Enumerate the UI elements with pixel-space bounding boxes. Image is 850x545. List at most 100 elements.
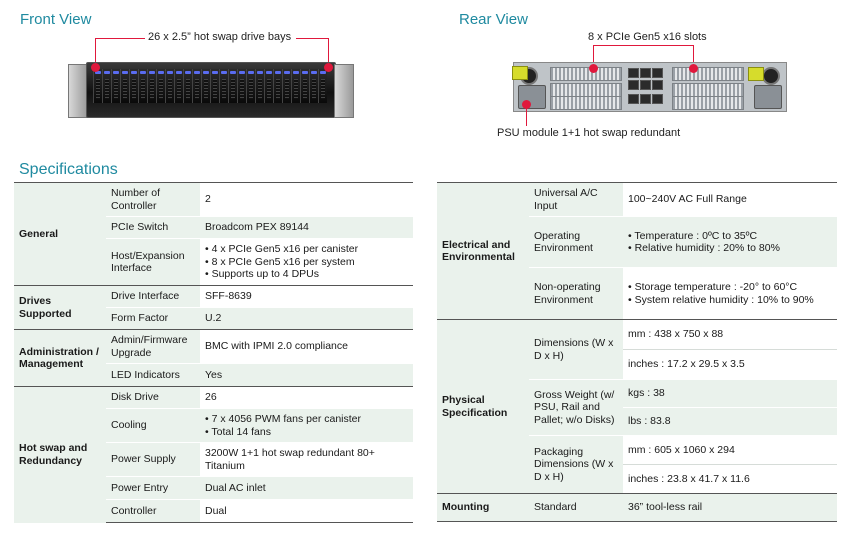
row-value: Broadcom PEX 89144 xyxy=(200,216,413,239)
row-label: Host/Expansion Interface xyxy=(106,238,200,286)
network-port xyxy=(652,80,663,90)
psu-module-right xyxy=(754,85,782,109)
front-left-ear xyxy=(68,64,88,118)
table-row: PCIe Switch Broadcom PEX 89144 xyxy=(14,216,413,239)
category-hot-swap: Hot swap and Redundancy xyxy=(14,386,106,523)
row-label: Number of Controller xyxy=(106,182,200,217)
value-line: • 7 x 4056 PWM fans per canister xyxy=(205,413,361,425)
release-handle-left xyxy=(512,66,528,80)
front-callout-line-right xyxy=(328,38,329,66)
rear-callout-line-b xyxy=(693,45,694,67)
table-row: Hot swap and Redundancy Disk Drive 26 xyxy=(14,386,413,523)
row-label: Controller xyxy=(106,499,200,523)
table-row: Drives Supported Drive Interface SFF-863… xyxy=(14,285,413,330)
category-electrical: Electrical and Environmental xyxy=(437,182,529,320)
rear-callout-line-a xyxy=(593,45,594,67)
row-label: Admin/Firmware Upgrade xyxy=(106,329,200,364)
table-row: inches : 17.2 x 29.5 x 3.5 xyxy=(437,349,837,380)
network-port xyxy=(628,68,639,78)
value-line: • Storage temperature : -20° to 60°C xyxy=(628,281,798,293)
category-drives-supported: Drives Supported xyxy=(14,285,106,330)
row-value: • 4 x PCIe Gen5 x16 per canister • 8 x P… xyxy=(200,238,413,286)
pcie-slot xyxy=(672,96,744,110)
row-value: mm : 438 x 750 x 88 xyxy=(623,319,837,350)
table-row: Packaging Dimensions (W x D x H) mm : 60… xyxy=(437,435,837,494)
drive-bay xyxy=(147,69,156,103)
drive-bay xyxy=(156,69,165,103)
value-line: • 4 x PCIe Gen5 x16 per canister xyxy=(205,243,359,256)
pcie-slot xyxy=(672,67,744,81)
row-label: PCIe Switch xyxy=(106,216,200,239)
rear-fan-icon xyxy=(762,67,780,85)
row-label: Drive Interface xyxy=(106,285,200,308)
spec-table-left: General Number of Controller 2 PCIe Swit… xyxy=(14,182,413,523)
drive-bay xyxy=(210,69,219,103)
value-line: • 8 x PCIe Gen5 x16 per system xyxy=(205,255,355,268)
front-right-ear xyxy=(334,64,354,118)
drive-bay xyxy=(300,69,309,103)
network-port xyxy=(652,94,663,104)
row-value: U.2 xyxy=(200,307,413,330)
drive-bay xyxy=(273,69,282,103)
pcie-slot xyxy=(550,67,622,81)
drive-bay xyxy=(237,69,246,103)
row-value: SFF-8639 xyxy=(200,285,413,308)
drive-bay xyxy=(192,69,201,103)
row-value: lbs : 83.8 xyxy=(623,407,837,436)
row-value: Dual AC inlet xyxy=(200,476,413,500)
table-row: Operating Environment • Temperature : 0º… xyxy=(437,216,837,268)
table-row: lbs : 83.8 xyxy=(437,407,837,436)
table-row: Non-operating Environment • Storage temp… xyxy=(437,267,837,320)
drive-bay xyxy=(120,69,129,103)
drive-bay xyxy=(183,69,192,103)
value-line: • Relative humidity : 20% to 80% xyxy=(628,242,780,254)
drive-bay xyxy=(165,69,174,103)
release-handle xyxy=(748,67,764,81)
row-value: • Temperature : 0ºC to 35ºC • Relative h… xyxy=(623,216,837,268)
rear-chassis-image xyxy=(513,62,787,112)
table-row: Form Factor U.2 xyxy=(14,307,413,330)
network-port xyxy=(628,80,639,90)
pcie-slot xyxy=(550,96,622,110)
category-mounting: Mounting xyxy=(437,493,529,522)
table-row: Controller Dual xyxy=(14,499,413,523)
value-line: • Temperature : 0ºC to 35ºC xyxy=(628,229,758,242)
row-label: LED Indicators xyxy=(106,363,200,387)
network-port xyxy=(652,68,663,78)
row-label: Cooling xyxy=(106,408,200,443)
front-view-title: Front View xyxy=(20,11,92,28)
row-label: Power Entry xyxy=(106,476,200,500)
category-administration: Administration / Management xyxy=(14,329,106,387)
front-chassis-image xyxy=(86,62,336,118)
pcie-slot xyxy=(550,83,622,97)
row-label-dimensions: Dimensions (W x D x H) xyxy=(529,319,623,380)
row-label: Universal A/C Input xyxy=(529,182,623,217)
drive-bay xyxy=(291,69,300,103)
value-line: • Total 14 fans xyxy=(205,425,271,438)
network-port xyxy=(640,68,651,78)
rear-view-title: Rear View xyxy=(459,11,528,28)
row-value: • Storage temperature : -20° to 60°C • S… xyxy=(623,267,837,320)
drive-bay xyxy=(255,69,264,103)
drive-bay xyxy=(201,69,210,103)
front-callout-line-left-h xyxy=(95,38,145,39)
drive-bay xyxy=(282,69,291,103)
row-label: Operating Environment xyxy=(529,216,623,268)
row-value: 26 xyxy=(200,386,413,409)
drive-bay xyxy=(219,69,228,103)
row-value: 36” tool-less rail xyxy=(623,493,837,522)
row-label: Standard xyxy=(529,493,623,522)
row-value: • 7 x 4056 PWM fans per canister • Total… xyxy=(200,408,413,443)
row-value: 2 xyxy=(200,182,413,217)
table-row: Physical Specification Dimensions (W x D… xyxy=(437,319,837,494)
psu-callout-marker xyxy=(522,100,531,109)
drive-bay xyxy=(174,69,183,103)
drive-bay xyxy=(102,69,111,103)
drive-bay xyxy=(246,69,255,103)
table-row: Power Entry Dual AC inlet xyxy=(14,476,413,500)
row-value: kgs : 38 xyxy=(623,379,837,408)
table-row: Administration / Management Admin/Firmwa… xyxy=(14,329,413,387)
value-line: • Supports up to 4 DPUs xyxy=(205,268,319,281)
category-general: General xyxy=(14,182,106,286)
row-value: BMC with IPMI 2.0 compliance xyxy=(200,329,413,364)
